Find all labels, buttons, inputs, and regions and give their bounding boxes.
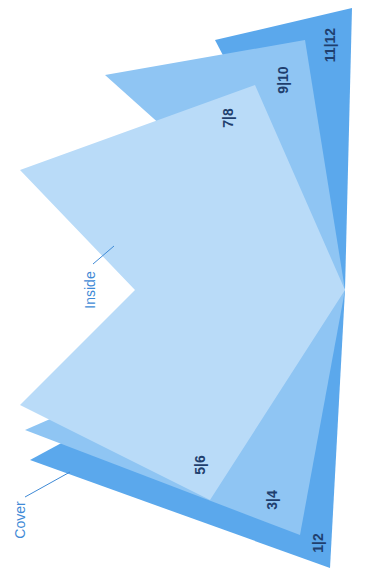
inner-spread (20, 85, 345, 500)
page-number: 7|8 (221, 108, 235, 128)
cover-leader (25, 472, 70, 497)
page-number: 5|6 (193, 455, 207, 475)
page-number: 11|12 (323, 28, 337, 62)
callout-label: Cover (13, 501, 27, 538)
callout-label: Inside (83, 271, 97, 308)
inside-leader (93, 246, 114, 264)
page-number: 9|10 (276, 66, 290, 93)
page-number: 3|4 (265, 490, 279, 510)
page-number: 1|2 (311, 533, 325, 553)
